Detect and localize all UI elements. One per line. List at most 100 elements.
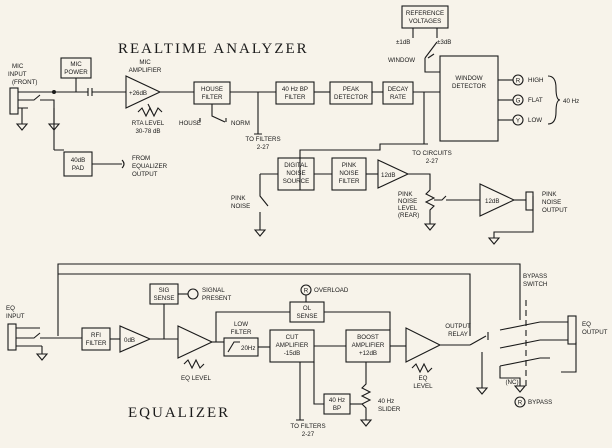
- bp-filter-label-1: 40 Hz BP: [282, 86, 308, 93]
- overload-label: OVERLOAD: [314, 287, 349, 294]
- bp40-label-2: BP: [333, 405, 341, 412]
- eq-input-label-1: EQ: [6, 305, 15, 312]
- lamp-icon: [512, 94, 524, 106]
- peak-detector-label-2: DETECTOR: [334, 94, 368, 101]
- lamp-label: FLAT: [528, 97, 543, 104]
- pink-filter-label-1: PINK: [342, 162, 357, 169]
- eq-input-jack-icon: [7, 323, 17, 351]
- zero-db-amp-triangle: [119, 325, 152, 353]
- from-eq-label-3: OUTPUT: [132, 171, 158, 178]
- rfi-filter-label-2: FILTER: [86, 340, 107, 347]
- bp-filter-label-2: FILTER: [285, 94, 306, 101]
- slider-label-2: SLIDER: [378, 406, 401, 413]
- brace-icon: [547, 75, 561, 125]
- peak-detector-box: [329, 81, 373, 105]
- equalizer-section: EQ INPUT RFI FILTER 0dB SIG SENSE SIGNAL…: [6, 263, 608, 438]
- output-eq-amp-triangle: [405, 327, 442, 363]
- pink-output-label-1: PINK: [542, 191, 557, 198]
- mic-amplifier-label-1: MIC: [139, 59, 151, 66]
- lamp-icon: [512, 114, 524, 126]
- to-filters-label-1: TO FILTERS: [245, 136, 280, 143]
- slider-label-1: 40 Hz: [378, 398, 394, 405]
- rta-level-label-2: 30-78 dB: [135, 128, 160, 135]
- bypass-switch-label-1: BYPASS: [523, 273, 547, 280]
- bypass-lamp-icon: [514, 396, 526, 408]
- low-filter-label-1: LOW: [234, 321, 248, 328]
- pink-noise-switch-label-1: PINK: [231, 195, 246, 202]
- ref-3db-label: ±3dB: [437, 39, 451, 46]
- mic-amp-gain: +26dB: [129, 90, 147, 97]
- pad-label-1: 40dB: [71, 157, 85, 164]
- window-detector-label-1: WINDOW: [455, 75, 482, 82]
- output-eq-level-pot-icon: [411, 362, 433, 374]
- from-eq-label-2: EQUALIZER: [132, 163, 168, 170]
- house-label: HOUSE: [179, 120, 201, 127]
- reference-voltages-box: [401, 5, 449, 29]
- sig-sense-label-1: SIG: [159, 287, 170, 294]
- decay-rate-label-1: DECAY: [388, 86, 409, 93]
- window-label: WINDOW: [388, 57, 415, 64]
- ref-1db-label: ±1dB: [396, 39, 410, 46]
- eq-input-label-2: INPUT: [6, 313, 25, 320]
- to-filters-label-2: 2-27: [257, 144, 270, 151]
- eq-output-label-2: OUTPUT: [582, 329, 608, 336]
- lamp-flat: G FLAT: [498, 94, 543, 106]
- digital-noise-label-1: DIGITAL: [284, 162, 308, 169]
- rta-level-label-1: RTA LEVEL: [132, 120, 165, 127]
- pink-level-label-4: (REAR): [398, 212, 419, 219]
- mic-input-label-1: MIC: [12, 63, 24, 70]
- rfi-filter-label-1: RFI: [91, 332, 101, 339]
- bypass-lamp-letter: R: [518, 400, 523, 407]
- digital-noise-label-3: SOURCE: [283, 178, 309, 185]
- pink-output-label-3: OUTPUT: [542, 207, 568, 214]
- eq-output-jack-icon: [567, 315, 577, 345]
- pad-40db-box: [63, 151, 93, 177]
- analyzer-title: REALTIME ANALYZER: [118, 41, 309, 57]
- ol-sense-label-1: OL: [303, 305, 312, 312]
- output-relay-label-2: RELAY: [448, 331, 468, 338]
- pink-output-jack-icon: [525, 191, 534, 211]
- pink-amp-1-triangle: [377, 159, 410, 189]
- pink-amp-2-triangle: [479, 183, 516, 217]
- sig-sense-label-2: SENSE: [154, 295, 175, 302]
- bp-filter-box: [275, 81, 315, 105]
- bp40-label-1: 40 Hz: [329, 397, 345, 404]
- pink-amp-2-gain: 12dB: [485, 198, 499, 205]
- lamp-letter: R: [516, 78, 521, 85]
- mic-input-jack-icon: [9, 87, 41, 131]
- cut-amplifier-box: [269, 329, 315, 363]
- house-filter-label-2: FILTER: [202, 94, 223, 101]
- pink-filter-box: [331, 157, 367, 191]
- pink-filter-label-3: FILTER: [339, 178, 360, 185]
- cut-amp-label-3: -15dB: [284, 350, 301, 357]
- eq-level-amp-triangle: [177, 325, 214, 359]
- pink-level-label-1: PINK: [398, 191, 413, 198]
- boost-amp-label-1: BOOST: [357, 334, 379, 341]
- eq-level-label: EQ LEVEL: [181, 375, 211, 382]
- low-filter-label-2: FILTER: [231, 329, 252, 336]
- pink-noise-switch-label-2: NOISE: [231, 203, 250, 210]
- pad-label-2: PAD: [72, 165, 85, 172]
- reference-voltages-label-1: REFERENCE: [406, 10, 444, 17]
- pink-filter-label-2: NOISE: [339, 170, 358, 177]
- lamp-letter: G: [516, 98, 521, 105]
- mic-power-label-2: POWER: [64, 69, 88, 76]
- to-circuits-label-2: 2-27: [426, 158, 439, 165]
- mic-input-label-3: (FRONT): [12, 79, 37, 86]
- zero-db-gain: 0dB: [124, 337, 135, 344]
- mic-amplifier-triangle: [125, 75, 162, 109]
- ol-sense-label-2: SENSE: [297, 313, 318, 320]
- peak-detector-label-1: PEAK: [343, 86, 360, 93]
- lamp-label: LOW: [528, 117, 542, 124]
- pink-level-label-2: NOISE: [398, 198, 417, 205]
- eq-level-2-label-2: LEVEL: [413, 383, 433, 390]
- to-circuits-label-1: TO CIRCUITS: [412, 150, 451, 157]
- digital-noise-label-2: NOISE: [286, 170, 305, 177]
- signal-present-label-2: PRESENT: [202, 295, 231, 302]
- pink-amp-1-gain: 12dB: [381, 172, 395, 179]
- mic-input-label-2: INPUT: [8, 71, 27, 78]
- eq-to-filters-label-1: TO FILTERS: [290, 423, 325, 430]
- signal-present-label-1: SIGNAL: [202, 287, 225, 294]
- pink-output-label-2: NOISE: [542, 199, 561, 206]
